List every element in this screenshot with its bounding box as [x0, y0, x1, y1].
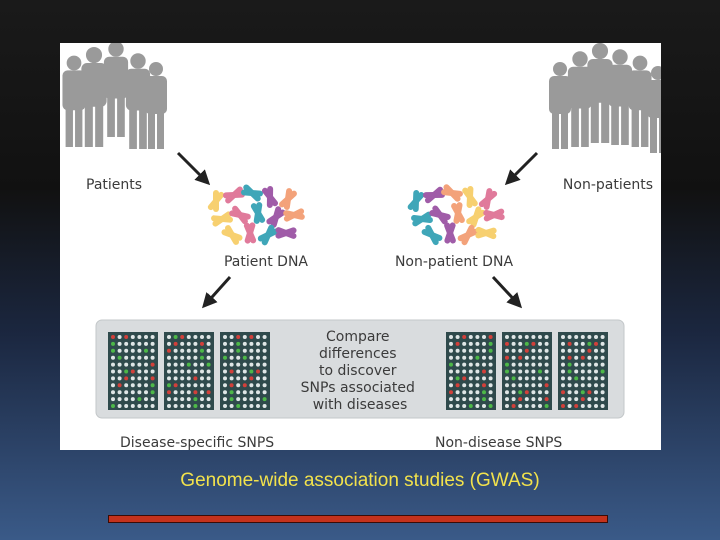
non-patient-figure: [607, 49, 633, 145]
chromosome: [257, 224, 279, 246]
chromosome: [478, 188, 498, 210]
gwas-figure: Patients Non-patients Patient DNA Non-pa…: [60, 43, 661, 450]
snp-grids: [108, 332, 608, 410]
non-patient-figure: [549, 62, 571, 149]
chromosome: [475, 226, 497, 240]
non-patients-silhouettes: [549, 43, 661, 153]
patient-dna-label: Patient DNA: [224, 254, 308, 270]
compare-line-4: SNPs associated: [301, 380, 415, 396]
patient-figure: [81, 46, 107, 147]
arrow-nonpatients-to-dna: [504, 151, 539, 186]
patient-figure: [125, 53, 151, 149]
gwas-diagram: Patients Non-patients Patient DNA Non-pa…: [62, 43, 661, 450]
caption-underline-bar: [108, 515, 608, 523]
disease-snps-label: Disease-specific SNPS: [120, 435, 274, 450]
chromosome: [223, 186, 245, 204]
snp-grid: [502, 332, 552, 410]
chromosome: [421, 224, 443, 246]
chromosome: [207, 190, 225, 212]
chromosome: [457, 224, 479, 246]
chromosome: [423, 186, 445, 204]
non-patient-figure: [647, 66, 661, 153]
chromosome: [462, 186, 478, 208]
chromosome: [261, 186, 279, 208]
non-patient-figure: [587, 43, 613, 143]
patients-silhouettes: [62, 43, 167, 149]
patient-chromosomes: [207, 184, 305, 246]
arrow-patients-to-dna: [176, 151, 211, 186]
chromosome: [451, 202, 465, 224]
chromosome: [279, 188, 297, 210]
chromosome: [411, 211, 433, 227]
non-patient-figure: [567, 51, 593, 147]
patient-figure: [145, 62, 167, 149]
patient-figure: [62, 55, 86, 147]
patient-figure: [103, 43, 129, 137]
compare-text: Compare differences to discover SNPs ass…: [301, 329, 420, 413]
compare-line-1: Compare: [326, 329, 390, 345]
patients-label: Patients: [86, 177, 142, 193]
slide-caption: Genome-wide association studies (GWAS): [180, 470, 540, 491]
snp-grid: [164, 332, 214, 410]
snp-grid: [558, 332, 608, 410]
non-patients-label: Non-patients: [563, 177, 653, 193]
compare-line-5: with diseases: [313, 397, 408, 413]
chromosome: [221, 225, 243, 245]
snp-grid: [220, 332, 270, 410]
chromosome: [243, 222, 257, 244]
non-patient-chromosomes: [407, 184, 505, 246]
snp-grid: [108, 332, 158, 410]
non-patient-figure: [628, 55, 652, 147]
chromosome: [241, 184, 263, 202]
chromosome: [283, 208, 305, 222]
compare-line-3: to discover: [319, 363, 397, 379]
chromosome: [211, 211, 233, 227]
arrow-patient-dna-to-snps: [201, 275, 232, 309]
non-patient-dna-label: Non-patient DNA: [395, 254, 513, 270]
chromosome: [275, 227, 297, 239]
arrow-nonpatient-dna-to-snps: [491, 275, 523, 309]
chromosome: [429, 205, 451, 225]
chromosome: [483, 208, 505, 222]
chromosome: [441, 184, 463, 202]
chromosome: [266, 206, 286, 228]
non-disease-snps-label: Non-disease SNPS: [435, 435, 562, 450]
chromosome: [444, 222, 456, 244]
compare-line-2: differences: [319, 346, 397, 362]
snp-grid: [446, 332, 496, 410]
chromosome: [407, 190, 425, 212]
chromosome: [250, 202, 266, 224]
chromosome: [466, 206, 486, 228]
chromosome: [229, 205, 251, 225]
